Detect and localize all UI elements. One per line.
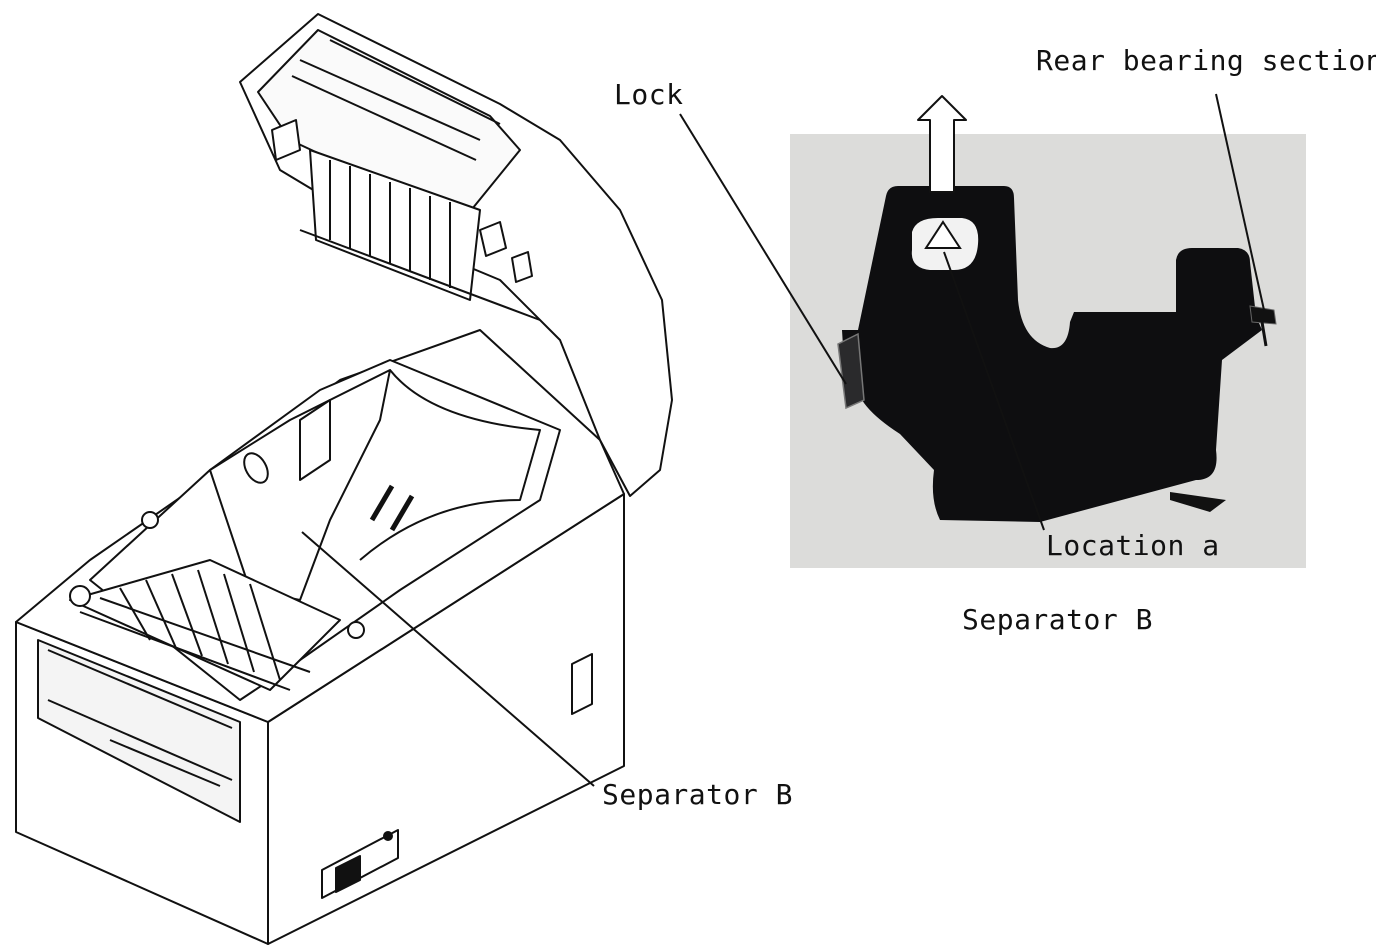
separator-photo xyxy=(790,95,1306,568)
leader-location-a xyxy=(943,251,1045,531)
lock-tab xyxy=(837,332,865,410)
leader-lock xyxy=(679,113,847,385)
leader-rear-bearing xyxy=(1215,93,1265,311)
leader-separator-b xyxy=(301,531,595,787)
separator-b-label: Separator B xyxy=(602,778,793,811)
platen-roller xyxy=(69,511,365,691)
rear-bearing-pin xyxy=(1249,305,1277,325)
lid-inner-panel xyxy=(257,29,521,215)
lock-label: Lock xyxy=(614,78,684,111)
side-port xyxy=(571,653,593,715)
location-a-label: Location a xyxy=(1046,529,1220,562)
print-head-assembly xyxy=(299,149,541,321)
up-arrow-icon xyxy=(917,95,967,193)
triangle-mark-icon xyxy=(924,220,962,249)
photo-caption: Separator B xyxy=(962,603,1153,636)
printer-illustration xyxy=(15,13,673,945)
leader-lines xyxy=(301,93,1265,787)
rear-bearing-section-label: Rear bearing section xyxy=(1036,44,1376,77)
paper-exit-slot xyxy=(37,639,241,823)
